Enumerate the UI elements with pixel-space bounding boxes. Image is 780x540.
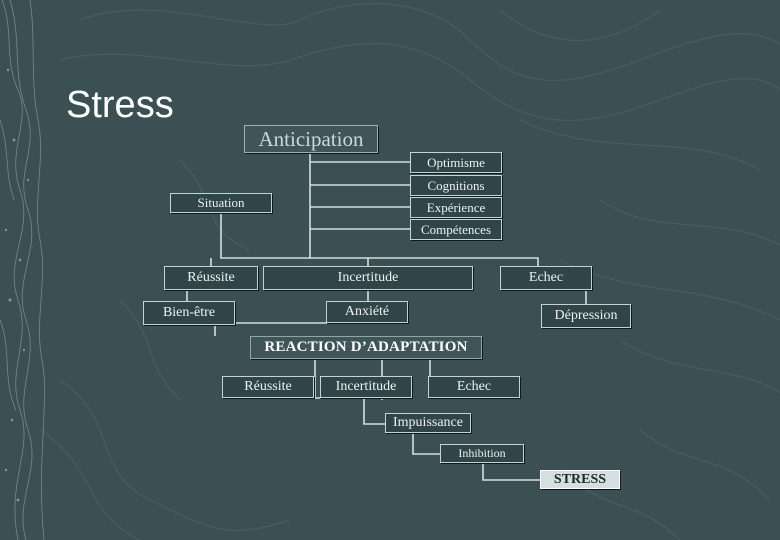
node-incertitude-2: Incertitude [320,376,412,398]
connector-anticipation-trunk [309,152,539,266]
connector-inhibition [412,433,440,455]
node-reussite-1: Réussite [164,266,258,290]
node-anxiete: Anxiété [326,301,408,323]
node-echec-2: Echec [428,376,520,398]
node-inhibition: Inhibition [440,444,524,463]
node-competences: Compétences [410,219,502,240]
node-experience: Expérience [410,197,502,218]
node-cognitions: Cognitions [410,175,502,196]
node-reaction-adaptation: REACTION D’ADAPTATION [250,336,482,359]
connector-stress [482,462,540,481]
node-echec-1: Echec [500,266,592,290]
node-incertitude-1: Incertitude [263,266,473,290]
node-impuissance: Impuissance [385,413,471,433]
node-anticipation: Anticipation [244,125,378,153]
node-reussite-2: Réussite [222,376,314,398]
node-situation: Situation [170,193,272,213]
connector-reaction-top [214,322,368,336]
node-stress: STRESS [540,470,620,489]
node-depression: Dépression [541,304,631,328]
connector-situation [220,212,310,259]
node-bien-etre: Bien-être [143,301,235,325]
slide-title: Stress [66,84,174,126]
node-optimisme: Optimisme [410,152,502,173]
connector-impuissance [363,398,385,425]
connector-reaction-left [314,358,320,399]
